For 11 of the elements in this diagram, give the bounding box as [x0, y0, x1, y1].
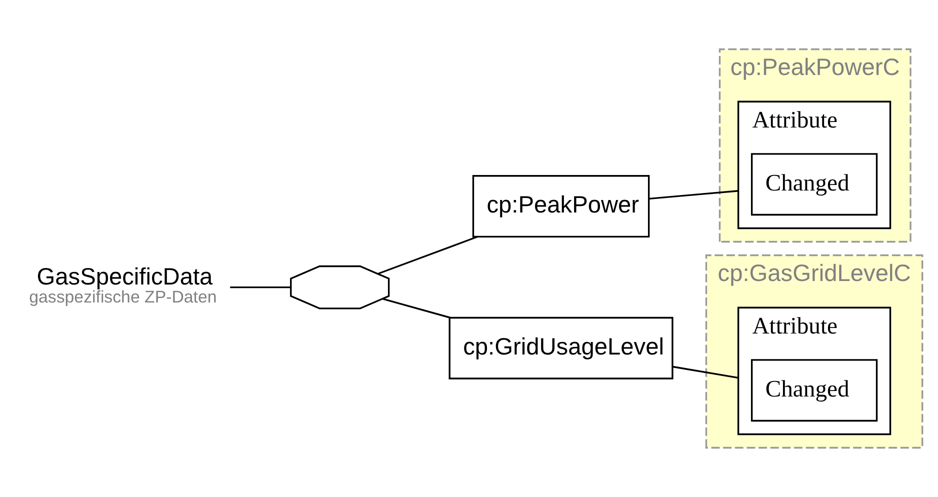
connector — [382, 298, 450, 318]
node-text: GasSpecificData — [36, 264, 213, 290]
node-octagon — [290, 265, 390, 310]
node-box: Changed — [750, 359, 878, 422]
node-box: cp:PeakPower — [472, 175, 650, 238]
connector — [649, 190, 738, 200]
node-box: Changed — [750, 153, 878, 216]
connector — [378, 236, 478, 275]
node-box: cp:GridUsageLevel — [448, 316, 674, 380]
connector — [230, 286, 291, 288]
connector — [672, 366, 738, 379]
